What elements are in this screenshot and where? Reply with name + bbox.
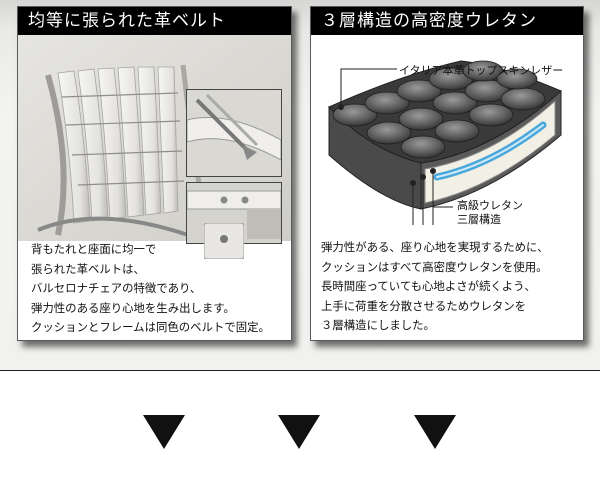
arrow-down-icon [278,415,320,449]
three-layer-label: 三層構造 [457,213,501,226]
description-line: 張られた革ベルトは、 [31,261,145,276]
description-line: バルセロナチェアの特徴であり、 [31,281,202,295]
leather-belt-card: 均等に張られた革ベルト [17,6,292,341]
description-line: 弾力性がある、座り心地を実現するために、 [321,240,549,254]
card-title: 均等に張られた革ベルト [18,7,291,35]
card-title: ３層構造の高密度ウレタン [311,7,583,35]
description-line: ３層構造にしました。 [321,318,435,332]
top-leather-label: イタリア本革トップスキンレザー [399,64,564,77]
urethane-label: 高級ウレタン [457,199,523,212]
description-line: 背もたれと座面に均一で [31,242,157,256]
description-line: 長時間座っていても心地よさが続くよう、 [321,279,536,293]
strap-detail-photo [186,89,282,177]
description-line: クッションとフレームは同色のベルトで固定。 [31,320,270,334]
description-line: クッションはすべて高密度ウレタンを使用。 [321,259,548,274]
arrow-down-icon [143,415,185,449]
card-description: 弾力性がある、座り心地を実現するために、 クッションはすべて高密度ウレタンを使用… [321,238,573,336]
belt-fastening-photo [204,223,244,259]
card-description: 背もたれと座面に均一で 張られた革ベルトは、 バルセロナチェアの特徴であり、 弾… [31,240,281,338]
cushion-cross-section-diagram [328,60,562,225]
description-line: 弾力性のある座り心地を生み出します。 [31,300,235,315]
description-line: 上手に荷重を分散させるためウレタンを [321,298,527,313]
arrow-down-icon [414,415,456,449]
urethane-card: ３層構造の高密度ウレタン [310,6,584,341]
